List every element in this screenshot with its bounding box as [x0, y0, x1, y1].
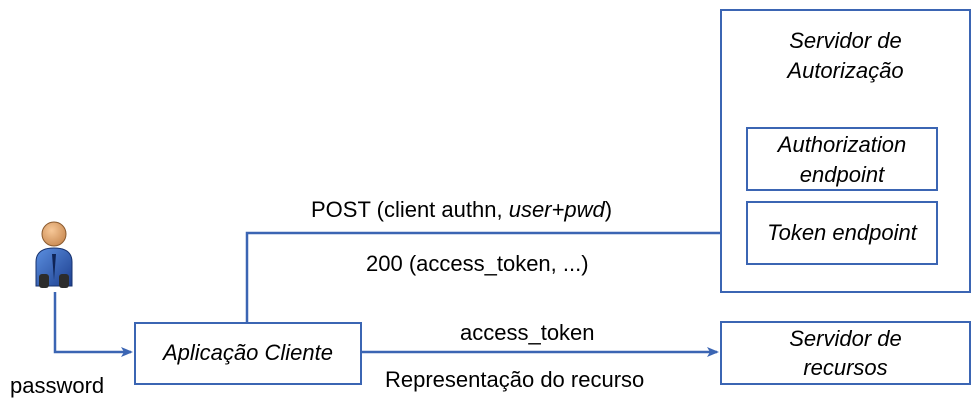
post-request-credentials: user+pwd — [508, 197, 605, 222]
post-request-suffix: ) — [604, 197, 613, 222]
access-token-label: access_token — [460, 320, 595, 345]
authorization-server-title-line2: Autorização — [787, 58, 904, 83]
resource-server-label-line2: recursos — [803, 355, 888, 380]
post-request-label: POST (client authn, user+pwd) — [311, 196, 612, 224]
client-to-token-endpoint-arrow — [245, 228, 745, 323]
user-icon — [35, 221, 73, 288]
authorization-server-title-line1: Servidor de — [789, 28, 902, 53]
token-response-label: 200 (access_token, ...) — [366, 251, 589, 276]
authorization-endpoint-label-line2: endpoint — [799, 162, 885, 187]
password-label: password — [10, 373, 105, 398]
token-endpoint-box — [746, 201, 938, 265]
token-endpoint-label: Token endpoint — [767, 220, 917, 245]
client-application-label: Aplicação Cliente — [163, 340, 333, 365]
resource-server-box — [720, 321, 971, 385]
resource-server-label-line1: Servidor de — [789, 326, 902, 351]
authorization-endpoint-label-line1: Authorization — [777, 132, 907, 157]
user-to-client-arrow — [53, 292, 133, 357]
authorization-endpoint-box — [746, 127, 938, 191]
client-application-box — [134, 322, 362, 385]
post-request-prefix: POST (client authn, — [311, 197, 509, 222]
resource-representation-label: Representação do recurso — [385, 367, 645, 392]
